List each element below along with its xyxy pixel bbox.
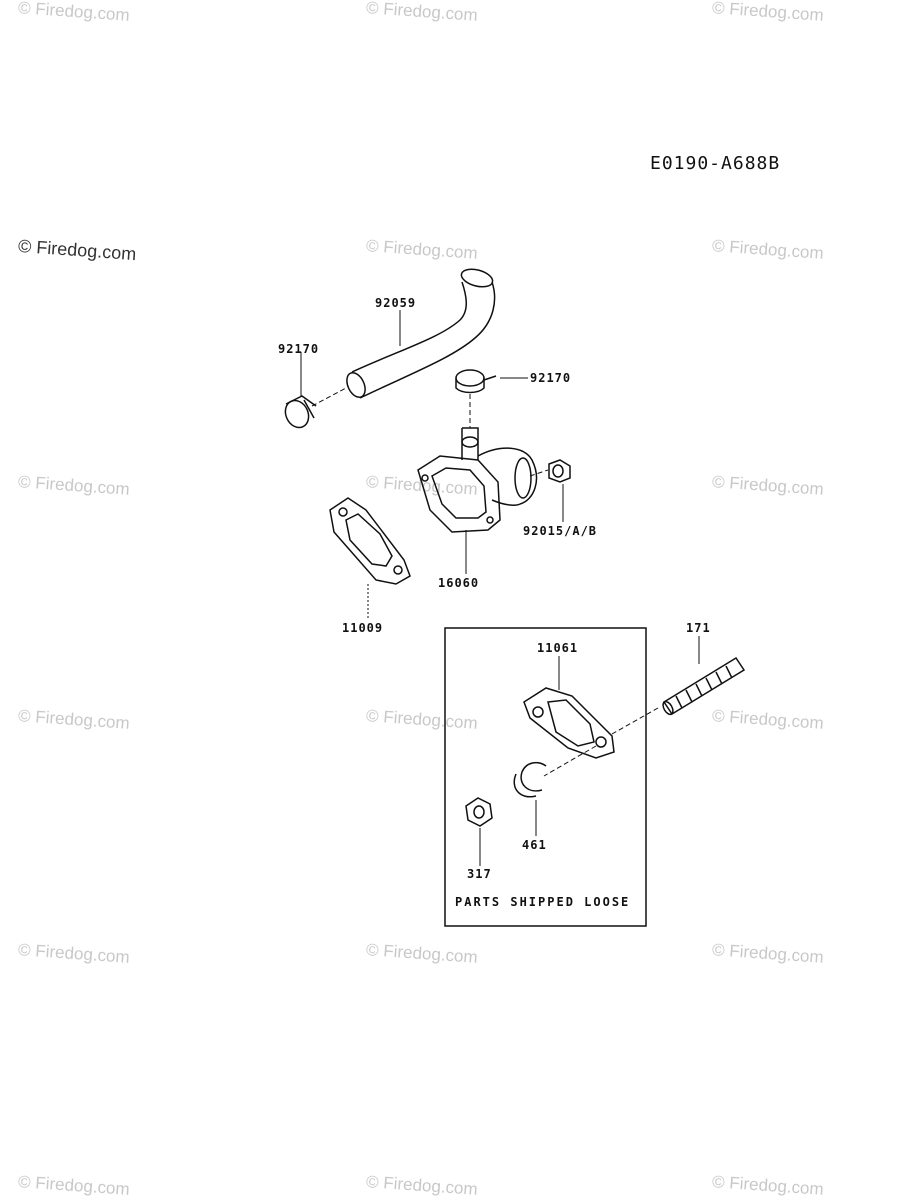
gasket-part-11061 [523, 687, 615, 759]
lock-washer-part-461 [513, 761, 547, 798]
loose-parts-caption: PARTS SHIPPED LOOSE [455, 895, 631, 909]
inlet-housing-part [417, 427, 538, 533]
part-label-171: 171 [686, 621, 711, 635]
part-label-92170-left: 92170 [278, 342, 320, 356]
stud-part-171 [662, 656, 746, 716]
drawing-code: E0190-A688B [650, 153, 781, 174]
nut-part-317 [465, 797, 493, 827]
part-label-92015: 92015/A/B [523, 524, 598, 538]
part-label-16060: 16060 [438, 576, 480, 590]
hose-part [346, 268, 496, 399]
gasket-part-11009 [329, 497, 411, 585]
nut-part-92015 [548, 459, 571, 483]
part-label-92170-right: 92170 [530, 371, 572, 385]
part-label-317: 317 [467, 867, 492, 881]
clamp-part-left [284, 395, 317, 429]
part-label-11061: 11061 [537, 641, 579, 655]
loose-parts-box [444, 627, 647, 927]
clamp-part-right [455, 369, 497, 394]
part-label-461: 461 [522, 838, 547, 852]
leader-lines [300, 310, 700, 866]
part-label-92059: 92059 [375, 296, 417, 310]
part-label-11009: 11009 [342, 621, 384, 635]
